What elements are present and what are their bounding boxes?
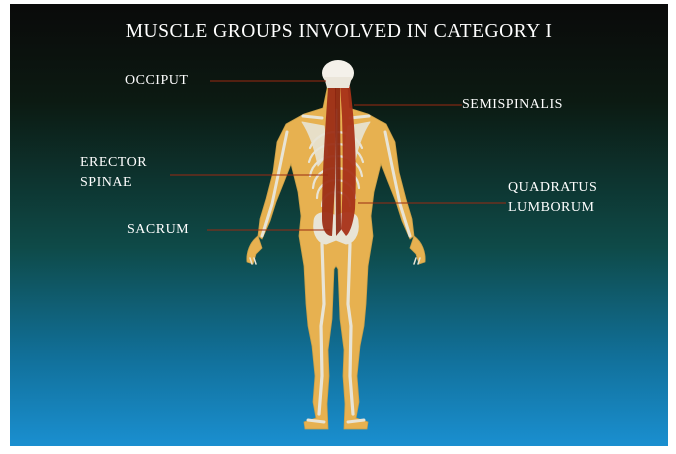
label-semispinalis: SEMISPINALIS <box>462 95 563 115</box>
label-occiput: OCCIPUT <box>125 71 188 91</box>
head <box>322 60 354 88</box>
label-sacrum: SACRUM <box>127 220 189 240</box>
label-erector-line-2: SPINAE <box>80 173 147 193</box>
label-quadratus-lumborum: QUADRATUS LUMBORUM <box>508 178 597 218</box>
slide: MUSCLE GROUPS INVOLVED IN CATEGORY I OCC… <box>10 4 668 446</box>
label-quadratus-line-2: LUMBORUM <box>508 198 597 218</box>
figure-illustration <box>10 4 668 446</box>
label-erector-line-1: ERECTOR <box>80 153 147 173</box>
label-erector-spinae: ERECTOR SPINAE <box>80 153 147 193</box>
slide-title: MUSCLE GROUPS INVOLVED IN CATEGORY I <box>10 21 668 43</box>
back-muscles <box>322 84 356 236</box>
label-quadratus-line-1: QUADRATUS <box>508 178 597 198</box>
